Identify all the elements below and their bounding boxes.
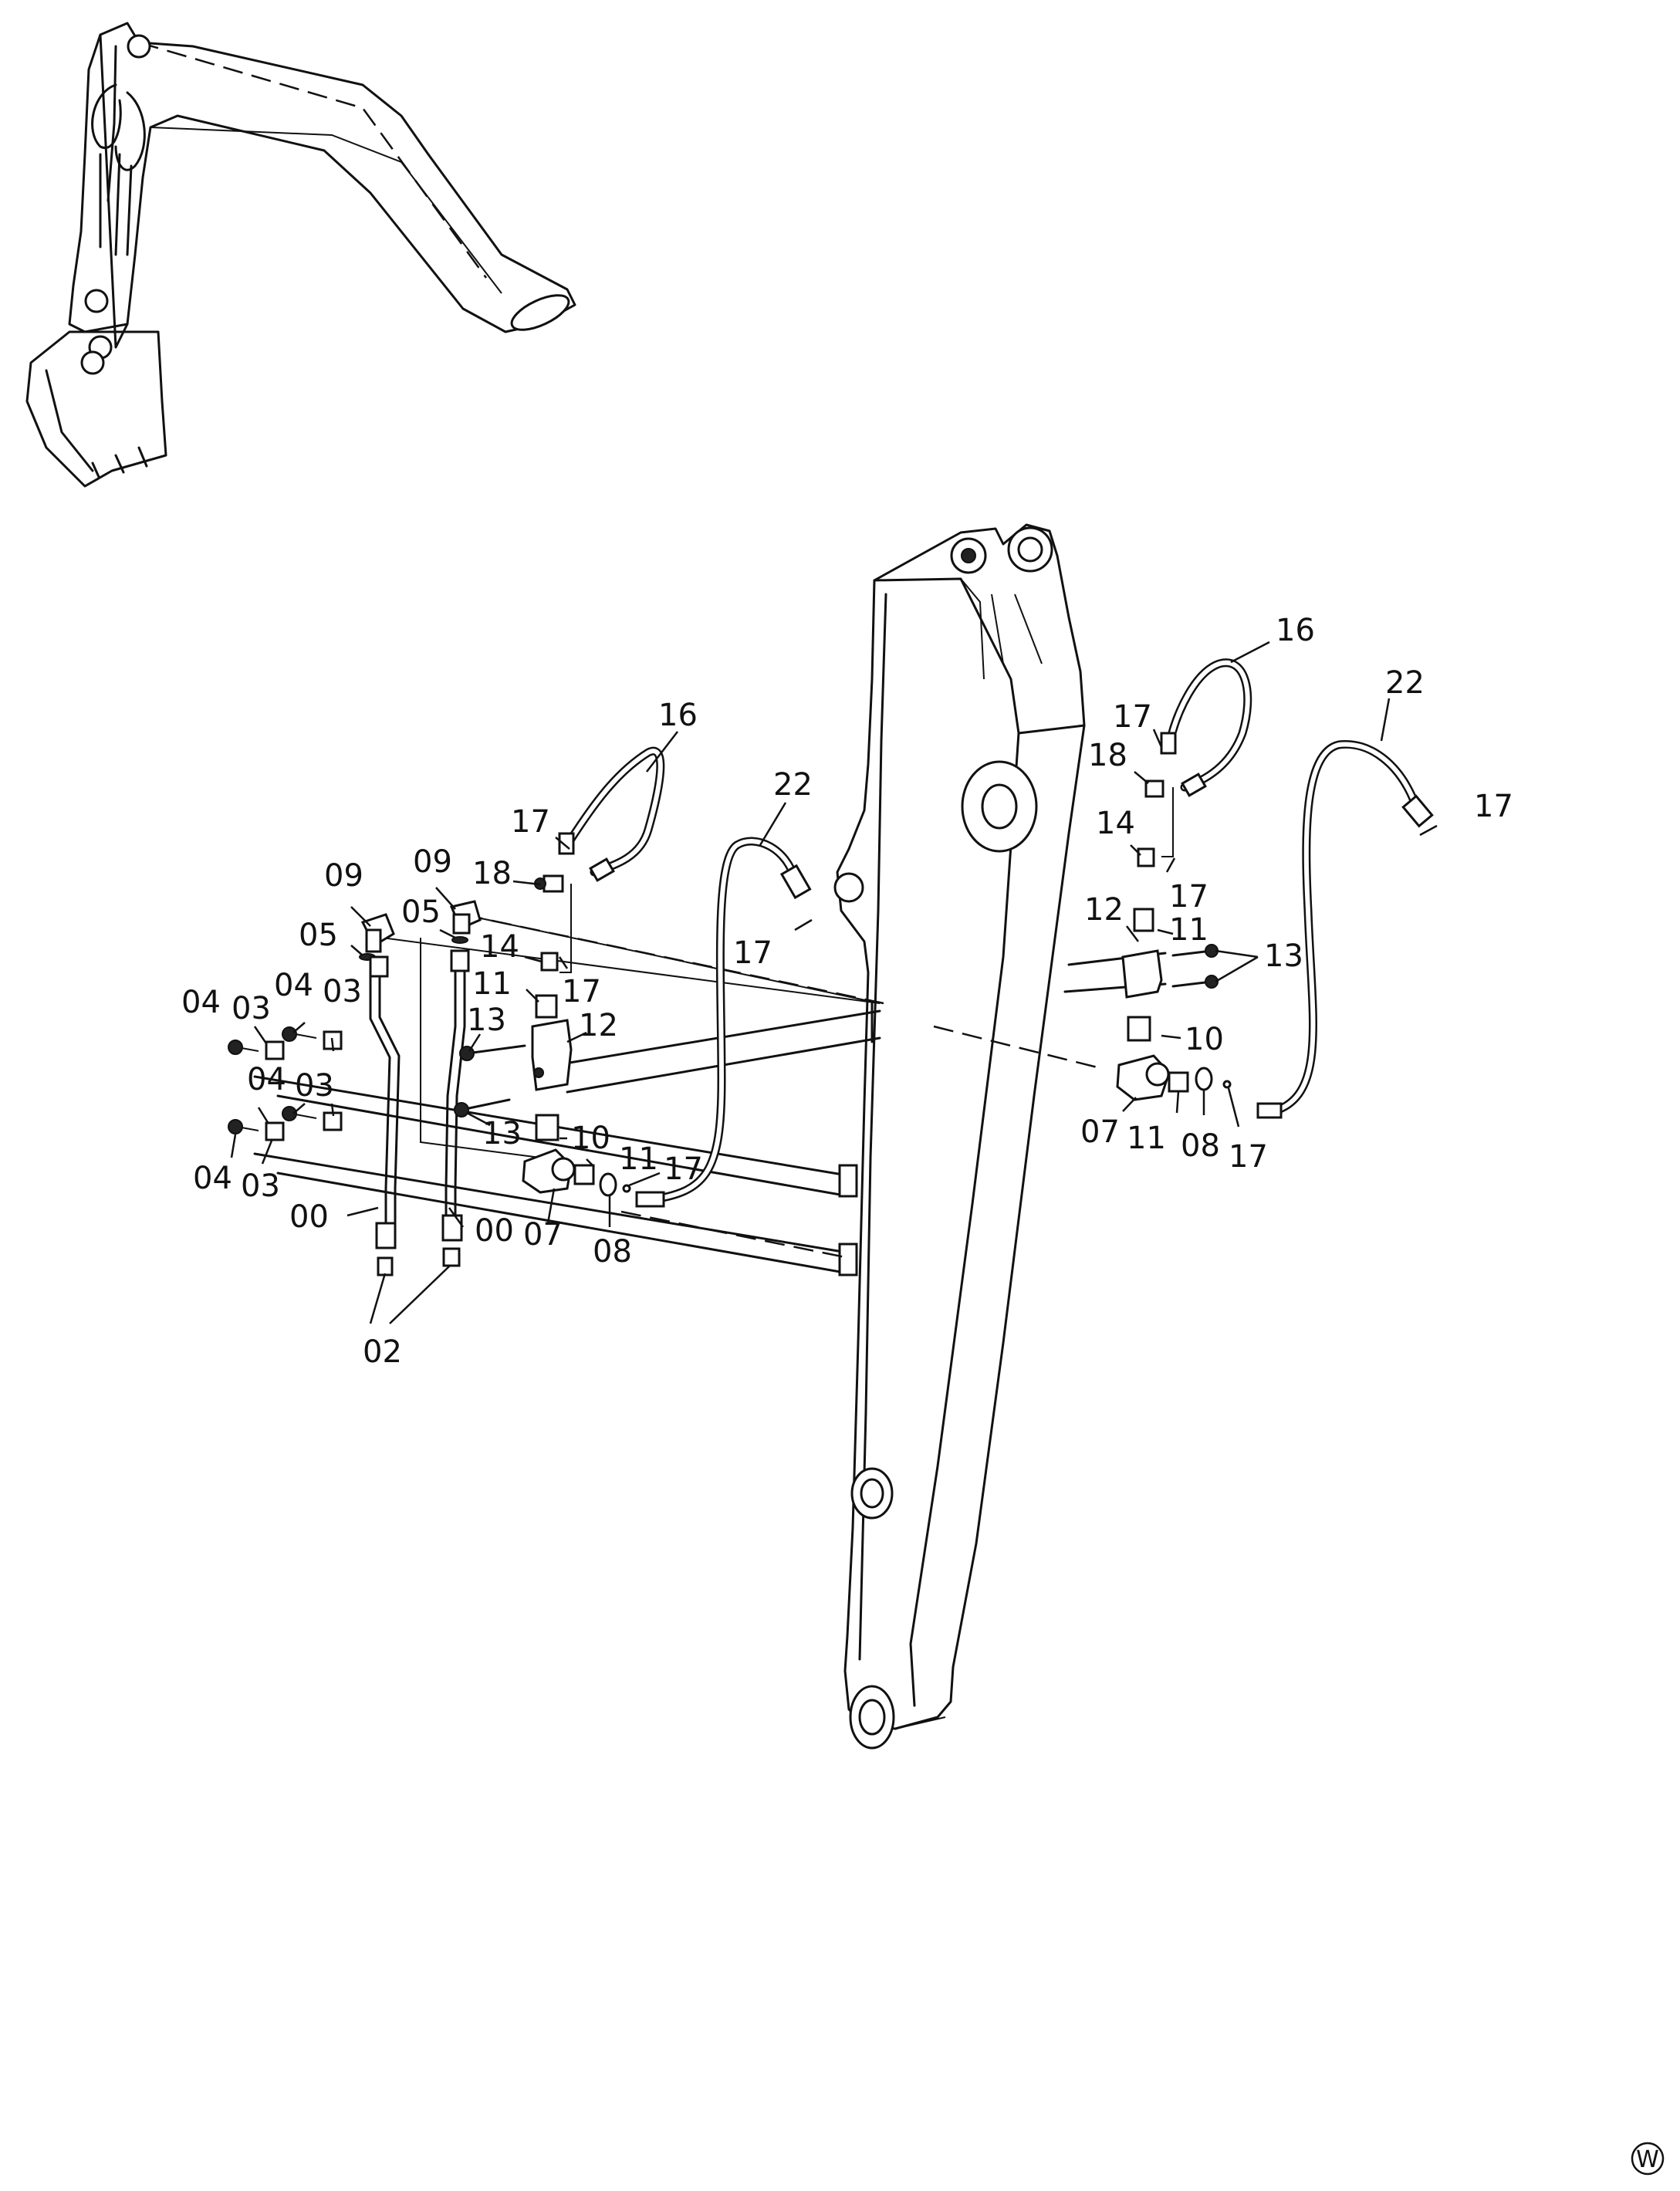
callout-03-c: 03 — [295, 1068, 334, 1104]
callout-17-g: 17 — [1169, 879, 1208, 915]
excavator-overview-thumbnail — [25, 22, 576, 488]
callout-18-left: 18 — [472, 856, 512, 891]
callout-07-left: 07 — [523, 1217, 563, 1253]
callout-07-right: 07 — [1080, 1114, 1120, 1150]
callout-17-e: 17 — [1474, 789, 1513, 824]
callout-09-b: 09 — [413, 844, 452, 880]
callout-22-right: 22 — [1385, 665, 1425, 701]
callout-08-right: 08 — [1181, 1128, 1220, 1164]
callout-17-f: 17 — [1113, 699, 1152, 735]
right-hydraulic-components — [559, 658, 1438, 1119]
callout-00-b: 00 — [475, 1213, 514, 1249]
callout-11-a: 11 — [472, 966, 512, 1002]
callout-03-b: 03 — [323, 974, 362, 1009]
callout-03-a: 03 — [232, 991, 271, 1026]
callout-03-d: 03 — [241, 1168, 280, 1204]
callout-05-a: 05 — [299, 918, 338, 953]
watermark-letter: W — [1636, 2146, 1659, 2173]
callout-17-d: 17 — [664, 1151, 703, 1187]
callout-09-a: 09 — [324, 858, 363, 894]
main-arm-assembly — [833, 523, 1086, 1750]
callout-labels: 16 22 17 18 09 09 05 05 17 14 17 11 12 1… — [181, 613, 1513, 1370]
callout-14-right: 14 — [1096, 806, 1135, 841]
callout-12-left: 12 — [579, 1008, 618, 1043]
callout-08-left: 08 — [593, 1234, 632, 1270]
callout-13-right: 13 — [1264, 938, 1303, 974]
callout-04-d: 04 — [193, 1161, 232, 1196]
callout-13-b: 13 — [482, 1116, 522, 1151]
callout-04-a: 04 — [181, 985, 221, 1020]
callout-14-left: 14 — [480, 929, 519, 965]
callout-16-left: 16 — [658, 698, 698, 733]
left-hydraulic-components — [228, 746, 813, 1276]
callout-18-right: 18 — [1088, 738, 1127, 773]
callout-10-left: 10 — [571, 1121, 610, 1156]
callout-04-b: 04 — [274, 968, 313, 1003]
callout-12-right: 12 — [1084, 892, 1124, 928]
pipe-routing-lines — [253, 913, 1167, 1276]
leader-lines — [230, 641, 1391, 1324]
callout-16-right: 16 — [1276, 613, 1315, 648]
callout-04-c: 04 — [247, 1062, 286, 1097]
callout-17-b: 17 — [733, 935, 772, 971]
callout-17-h: 17 — [1229, 1139, 1268, 1175]
callout-11-d: 11 — [1127, 1121, 1166, 1156]
callout-17-a: 17 — [511, 804, 550, 840]
callout-02: 02 — [363, 1334, 402, 1370]
callout-22-left: 22 — [773, 767, 813, 803]
callout-13-a: 13 — [467, 1003, 506, 1038]
callout-11-c: 11 — [1169, 912, 1208, 948]
callout-00-a: 00 — [289, 1199, 329, 1235]
callout-11-b: 11 — [619, 1141, 658, 1177]
callout-05-b: 05 — [401, 894, 441, 930]
callout-10-right: 10 — [1185, 1022, 1224, 1057]
callout-17-c: 17 — [562, 974, 601, 1009]
watermark-badge: W — [1631, 2142, 1665, 2176]
